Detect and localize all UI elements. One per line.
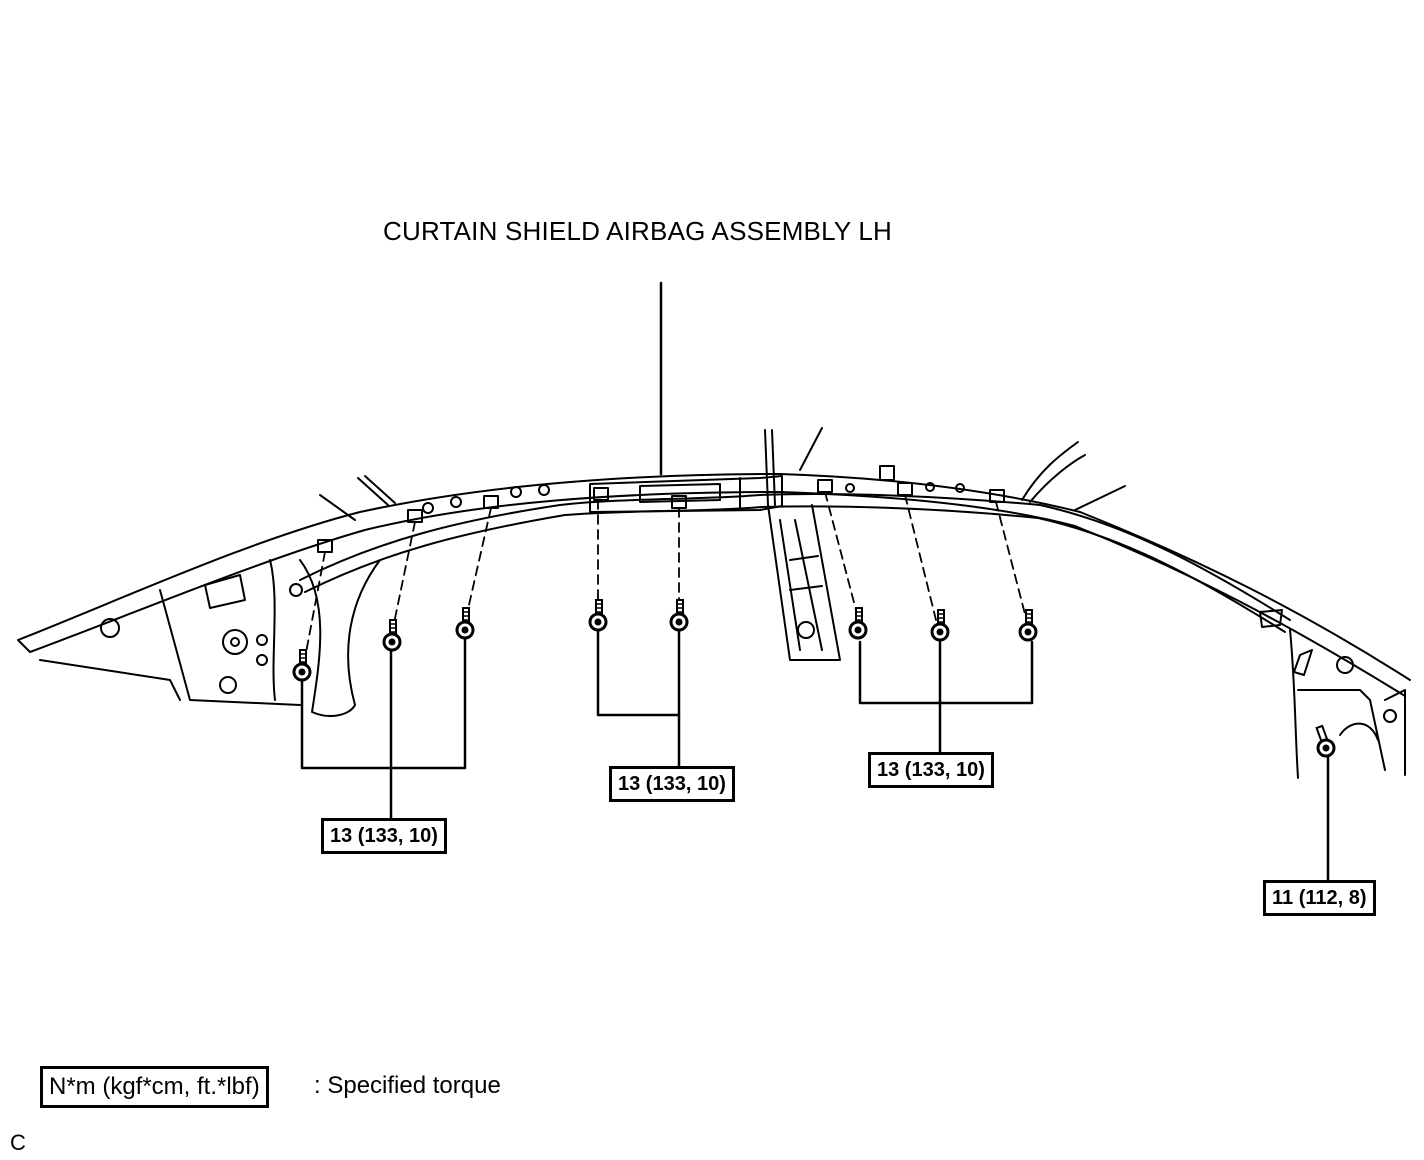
- illustration-code: C: [10, 1130, 26, 1155]
- bolt-5: [669, 599, 689, 632]
- legend-description: : Specified torque: [314, 1072, 501, 1099]
- bolt-2: [382, 619, 402, 652]
- torque-leaders: [300, 626, 1330, 884]
- bolt-4: [588, 599, 608, 632]
- bolt-3: [455, 607, 475, 640]
- bolt-9: [1315, 724, 1336, 758]
- bolt-6: [848, 607, 868, 640]
- bolt-1: [292, 649, 312, 682]
- torque-label-rear: 11 (112, 8): [1263, 880, 1376, 916]
- bolt-8: [1018, 609, 1038, 642]
- bolt-7: [930, 609, 950, 642]
- torque-label-right: 13 (133, 10): [868, 752, 994, 788]
- roof-rail-outline: [17, 427, 1411, 779]
- install-dashed-lines: [304, 491, 1027, 659]
- bolts: [292, 599, 1336, 758]
- torque-label-left: 13 (133, 10): [321, 818, 447, 854]
- legend-torque-unit: N*m (kgf*cm, ft.*lbf): [40, 1066, 269, 1108]
- torque-label-center: 13 (133, 10): [609, 766, 735, 802]
- component-title: CURTAIN SHIELD AIRBAG ASSEMBLY LH: [383, 216, 892, 246]
